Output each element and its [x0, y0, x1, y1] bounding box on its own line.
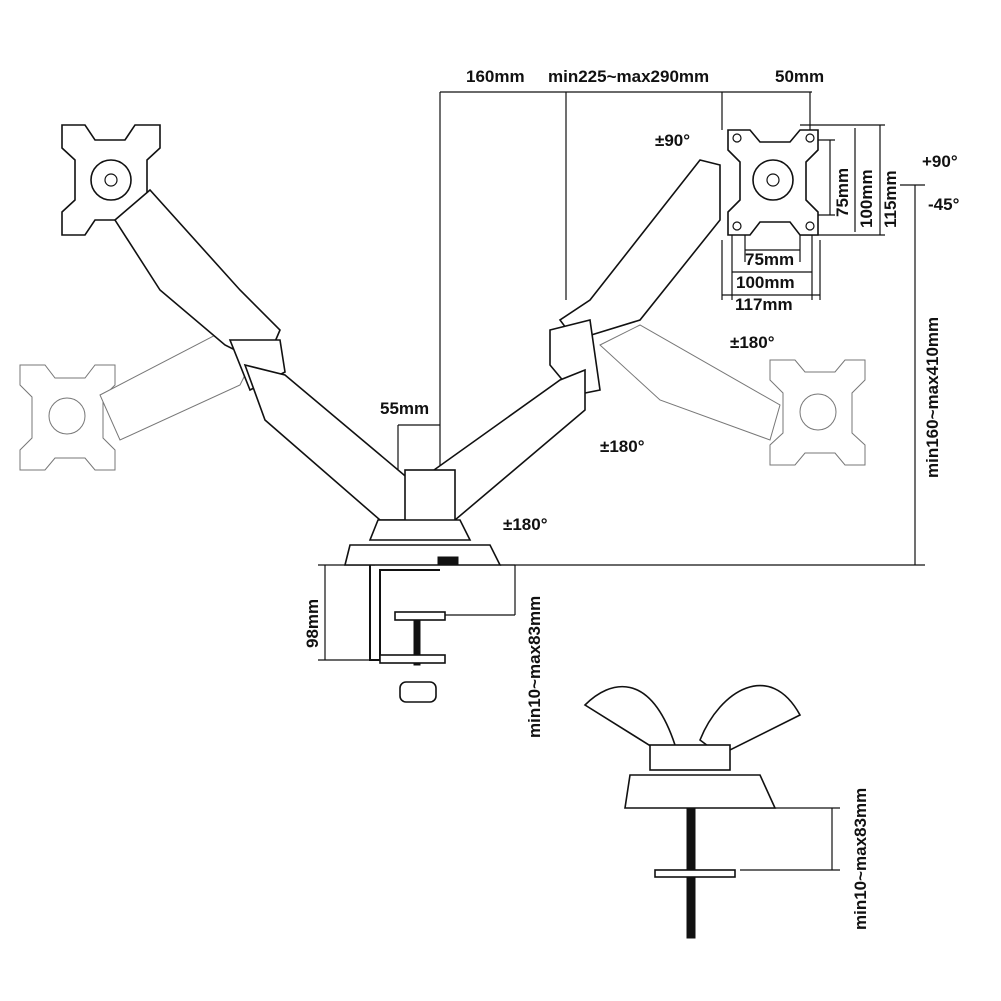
vesa-v-inner: 75mm	[833, 168, 852, 217]
vesa-h-outer: 117mm	[735, 295, 793, 314]
top-dim-left: 160mm	[466, 67, 525, 86]
right-vesa-plate	[727, 129, 819, 236]
tilt-down-label: -45°	[928, 195, 960, 214]
vesa-v-outer: 115mm	[881, 170, 900, 228]
pole-offset-label: 55mm	[380, 399, 429, 418]
swivel-label: ±90°	[655, 131, 690, 150]
tilt-up-label: +90°	[922, 152, 958, 171]
desk-clamp	[369, 565, 446, 703]
height-range-label: min160~max410mm	[923, 317, 942, 478]
clamp-range-label: min10~max83mm	[525, 596, 544, 738]
dimension-lines	[318, 91, 925, 871]
clamp-height-label: 98mm	[303, 599, 322, 648]
top-dim-right: 50mm	[775, 67, 824, 86]
forearm-rotation: ±180°	[600, 437, 645, 456]
grommet-detail	[583, 684, 802, 939]
vesa-v-middle: 100mm	[857, 169, 876, 228]
vesa-h-inner: 75mm	[745, 250, 794, 269]
upper-arm-rotation: ±180°	[730, 333, 775, 352]
arm-assembly	[113, 159, 721, 566]
grommet-range-label: min10~max83mm	[851, 788, 870, 930]
ghost-plates	[19, 324, 866, 471]
vesa-h-middle: 100mm	[736, 273, 795, 292]
base-rotation: ±180°	[503, 515, 548, 534]
labels: 160mm min225~max290mm 50mm ±90° +90° -45…	[303, 67, 960, 930]
top-dim-middle: min225~max290mm	[548, 67, 709, 86]
